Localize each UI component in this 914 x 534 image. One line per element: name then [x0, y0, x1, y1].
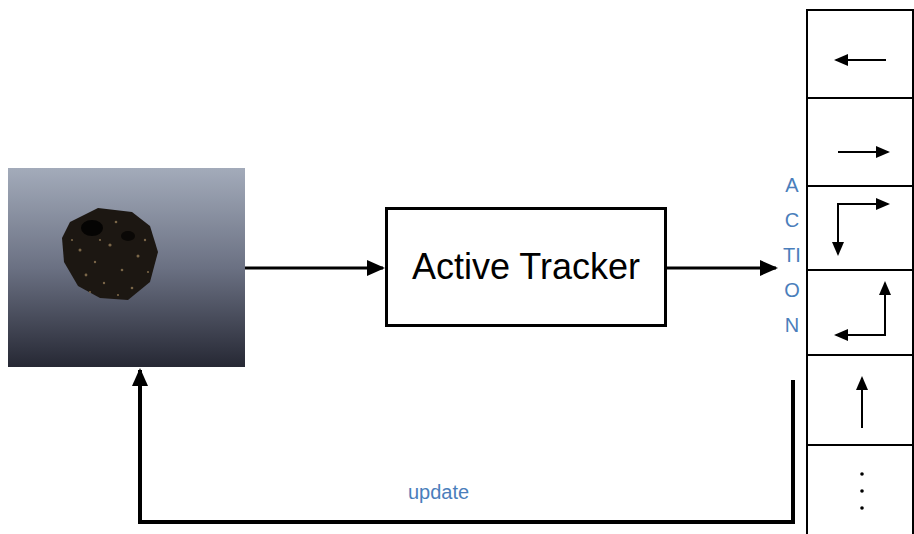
- box-title: Active Tracker: [412, 246, 640, 288]
- action-symbol: [836, 60, 888, 428]
- feedback-line: [140, 370, 793, 522]
- action-table: [807, 10, 913, 534]
- action-label: ACTION: [782, 168, 802, 343]
- edge-label: update: [408, 481, 469, 504]
- flow-arrow: [245, 267, 383, 270]
- flow-arrow: [667, 267, 776, 270]
- ellipsis-dots: [860, 472, 864, 510]
- rock-object: [62, 208, 158, 300]
- process-box: Active Tracker: [385, 207, 667, 327]
- input-frame: [8, 168, 245, 367]
